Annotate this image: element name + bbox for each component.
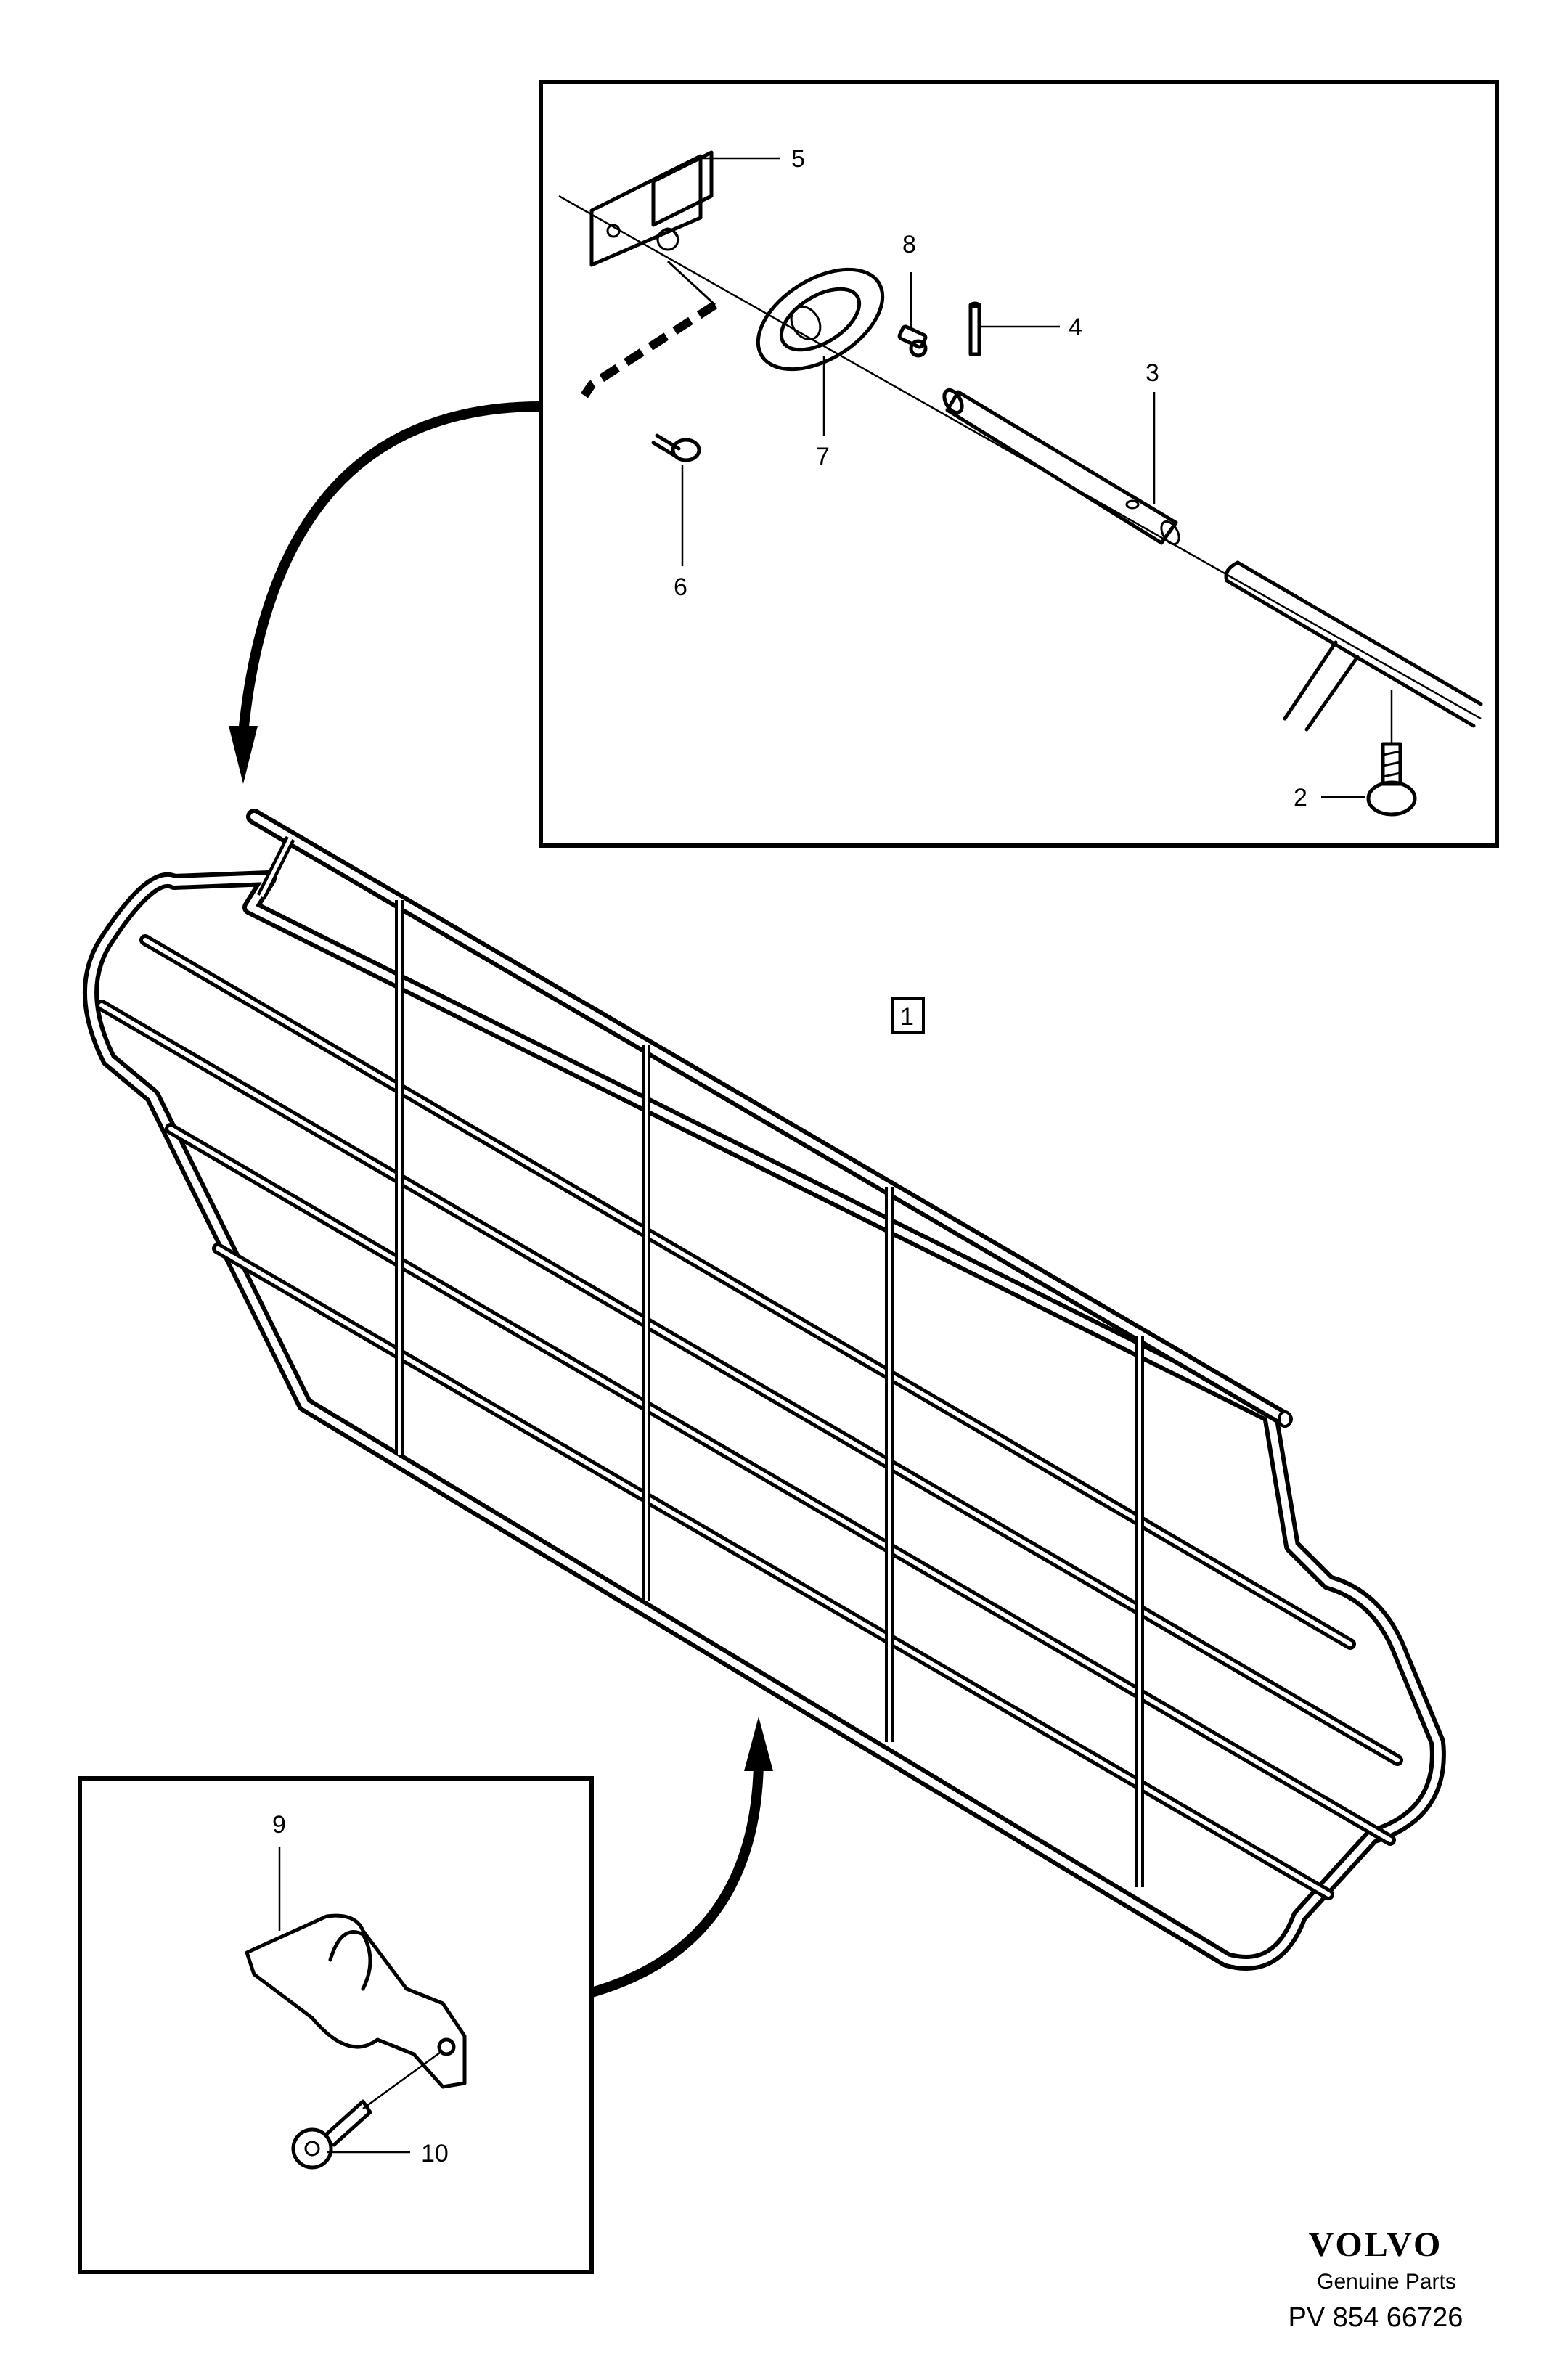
callout-10: 10 [421,2140,449,2167]
upper-arrow [229,401,542,784]
callout-1: 1 [900,1003,914,1031]
part-code: PV 854 66726 [1289,2302,1463,2333]
bracket-part [589,150,714,267]
rod-end [1224,560,1483,732]
knob-part-2 [1366,690,1417,817]
callout-5: 5 [791,145,805,173]
tube-part-3 [942,388,1180,546]
screw-part-8 [897,324,928,358]
clip-part-9 [245,1847,467,2089]
callout-8: 8 [902,231,916,258]
assembly-axis [558,195,1482,720]
pin-part-4 [968,301,981,356]
callout-2: 2 [1294,784,1307,812]
callout-7: 7 [816,443,830,470]
callout-6: 6 [674,573,687,601]
screw-part-6 [651,433,701,462]
lower-detail-panel: 9 10 [78,1776,594,2274]
screw-part-10 [291,2049,444,2170]
callout-1-box [891,997,925,1034]
callout-4: 4 [1069,314,1082,341]
callout-3: 3 [1146,359,1159,387]
branding-block: VOLVO Genuine Parts PV 854 66726 [1289,2225,1463,2333]
brand-tagline: Genuine Parts [1317,2270,1456,2294]
cargo-grille: 1 [83,809,1446,1971]
callout-9: 9 [272,1811,286,1839]
brand-logo: VOLVO [1309,2225,1443,2264]
upper-detail-panel: 5 8 4 3 7 6 2 [539,80,1499,848]
dashed-connector [581,301,718,398]
washer-part-7 [756,267,885,372]
lower-arrow [590,1717,773,1998]
